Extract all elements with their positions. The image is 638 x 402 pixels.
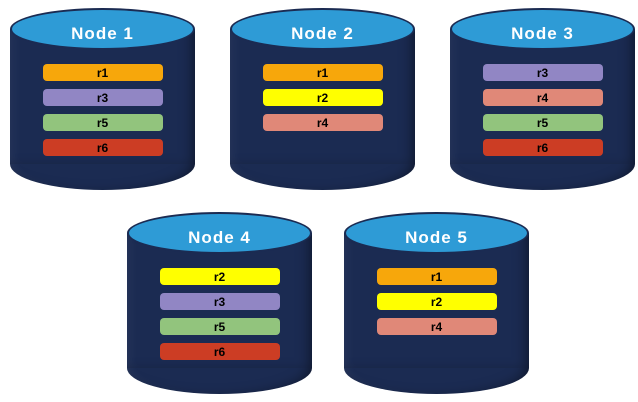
replica-row[interactable]: r3: [42, 89, 163, 106]
replica-row[interactable]: r2: [159, 268, 280, 285]
replica-row[interactable]: r3: [482, 64, 603, 81]
replica-row-list: r3 r4 r5 r6: [450, 64, 635, 156]
replica-row[interactable]: r2: [262, 89, 383, 106]
replica-row[interactable]: r4: [262, 114, 383, 131]
replica-row-list: r1 r2 r4: [230, 64, 415, 131]
replica-row[interactable]: r1: [42, 64, 163, 81]
replica-row[interactable]: r1: [262, 64, 383, 81]
replica-row[interactable]: r5: [42, 114, 163, 131]
replica-row[interactable]: r3: [159, 293, 280, 310]
cylinder-top-ellipse: [127, 212, 312, 254]
replica-row[interactable]: r6: [159, 343, 280, 360]
cylinder-top-ellipse: [344, 212, 529, 254]
replica-row[interactable]: r5: [482, 114, 603, 131]
replica-row-list: r1 r2 r4: [344, 268, 529, 335]
replica-row[interactable]: r4: [376, 318, 497, 335]
cylinder-top-ellipse: [10, 8, 195, 50]
replica-row[interactable]: r6: [42, 139, 163, 156]
replica-row-list: r1 r3 r5 r6: [10, 64, 195, 156]
cylinder-top-ellipse: [450, 8, 635, 50]
replica-row[interactable]: r2: [376, 293, 497, 310]
replica-row[interactable]: r5: [159, 318, 280, 335]
replica-row[interactable]: r1: [376, 268, 497, 285]
replica-row[interactable]: r6: [482, 139, 603, 156]
cylinder-top-ellipse: [230, 8, 415, 50]
replica-row[interactable]: r4: [482, 89, 603, 106]
replica-row-list: r2 r3 r5 r6: [127, 268, 312, 360]
